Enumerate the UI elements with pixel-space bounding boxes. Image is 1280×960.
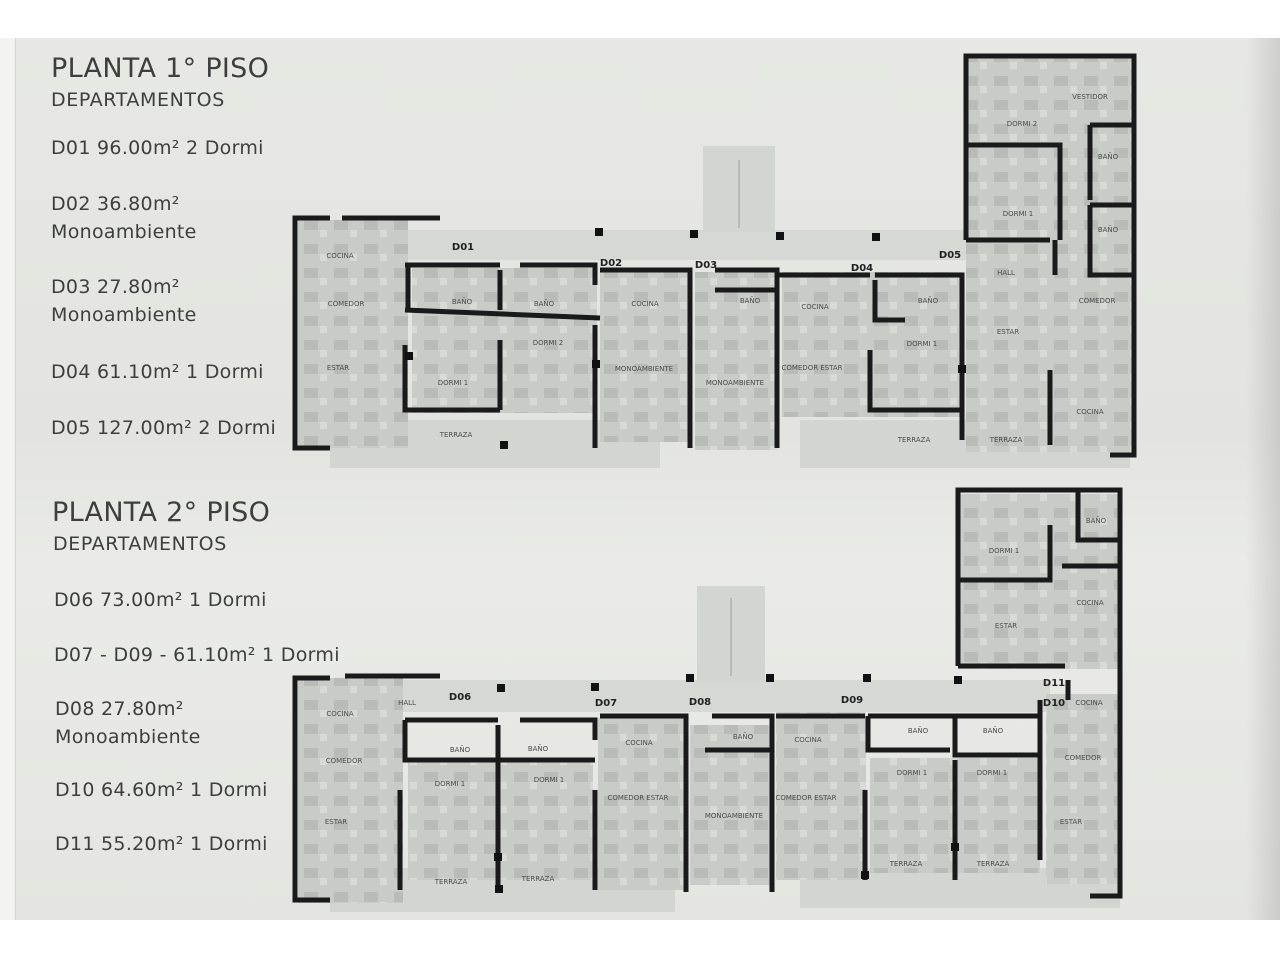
floor2-room: BAÑO [450,745,471,754]
floor2-room: HALL [398,699,416,707]
floor2-corridor [330,680,1050,712]
floor2-room: COCINA [794,736,822,744]
floor2-room: BAÑO [1086,516,1107,525]
floor2-room: ESTAR [1060,818,1082,826]
floor2-room: COCINA [625,739,653,747]
floor2-room: BAÑO [983,726,1004,735]
floor2-room: COMEDOR [1065,754,1102,762]
floor1-room: COCINA [1076,408,1104,416]
floor2-walls [292,487,1123,903]
floor2-room: COMEDOR [326,757,363,765]
floor1-room: VESTIDOR [1072,93,1108,101]
board-left-edge [0,38,16,920]
floor2-room: BAÑO [733,732,754,741]
floor2-room: BAÑO [908,726,929,735]
floor1-room: BAÑO [740,296,761,305]
floor2-code-d10: D10 [1043,698,1065,709]
floor2-room: COCINA [1075,699,1103,707]
floor1-room: COCINA [631,300,659,308]
floor2-code-d06: D06 [449,692,471,703]
floor2-room: TERRAZA [434,878,468,886]
floor1-d05-top [966,58,1134,240]
floor1-room: DORMI 1 [438,379,469,387]
floor1-corridor [330,230,990,260]
floor2-room: DORMI 1 [977,769,1008,777]
floor2-room: DORMI 1 [989,547,1020,555]
floor1-room: TERRAZA [989,436,1023,444]
floor2-plan: D06 D07 D08 D09 D10 D11 COCINA HALL COME… [292,487,1123,912]
floor1-room: BAÑO [1098,152,1119,161]
floor1-plan: D01 D02 D03 D04 D05 COCINA COMEDOR ESTAR… [292,53,1137,468]
floor2-code-d07: D07 [595,698,617,709]
floor1-code-d04: D04 [851,263,873,274]
floor1-code-d02: D02 [600,258,622,269]
floor1-room: DORMI 2 [1007,120,1038,128]
floor1-d01-rooms [412,268,597,413]
floor1-room: COMEDOR [1079,297,1116,305]
floor1-code-d03: D03 [695,260,717,271]
floor1-room: COMEDOR [328,300,365,308]
board-right-shadow [1246,38,1280,920]
floor2-room: DORMI 1 [897,769,928,777]
floor1-room: COCINA [326,252,354,260]
floor1-d03 [695,272,777,450]
floor1-room: DORMI 1 [1003,210,1034,218]
floor2-room: COCINA [326,710,354,718]
floor2-room: COCINA [1076,599,1104,607]
floor1-room: BAÑO [1098,225,1119,234]
floor1-walls [292,53,1137,458]
floor2-code-d09: D09 [841,695,863,706]
floor1-room: TERRAZA [897,436,931,444]
floor2-room: DORMI 1 [534,776,565,784]
floor1-room: ESTAR [327,364,349,372]
floor1-d02 [600,272,688,442]
floor2-room: DORMI 1 [435,780,466,788]
floor1-code-d01: D01 [452,242,474,253]
floor1-room: BAÑO [452,297,473,306]
floor1-room: BAÑO [534,299,555,308]
floor2-room: TERRAZA [889,860,923,868]
floor2-room: ESTAR [325,818,347,826]
floor1-d01-living [298,220,408,448]
floor1-room: DORMI 1 [907,340,938,348]
floor2-code-d11: D11 [1043,678,1065,689]
floor2-room: MONOAMBIENTE [705,812,763,820]
floor1-room: MONOAMBIENTE [706,379,764,387]
floor2-room: TERRAZA [976,860,1010,868]
floor2-room: COMEDOR ESTAR [775,794,836,802]
floor1-room: COCINA [801,303,829,311]
floor1-room: COMEDOR ESTAR [781,364,842,372]
floor2-d10 [1046,694,1122,884]
floor1-room: HALL [997,269,1015,277]
floor1-room: DORMI 2 [533,339,564,347]
floor1-code-d05: D05 [939,250,961,261]
floor1-room: ESTAR [997,328,1019,336]
floor2-room: TERRAZA [521,875,555,883]
floor2-code-d08: D08 [689,697,711,708]
floor2-d09-living [776,712,866,880]
floor2-room: COMEDOR ESTAR [607,794,668,802]
floor2-room: BAÑO [528,744,549,753]
floor2-room: ESTAR [995,622,1017,630]
floor1-room: MONOAMBIENTE [615,365,673,373]
floor1-room: TERRAZA [439,431,473,439]
floor1-room: BAÑO [918,296,939,305]
floor2-d07 [598,718,686,890]
floor2-d06-living [298,678,403,903]
